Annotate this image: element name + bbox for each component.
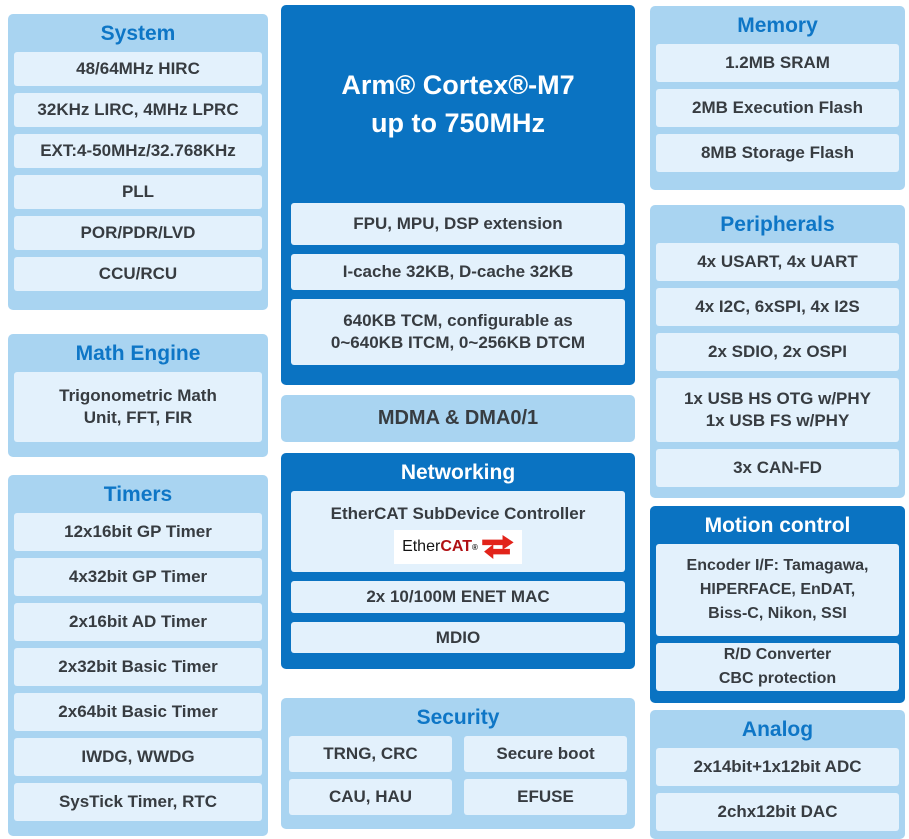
mdma-strip: MDMA & DMA0/1 — [281, 395, 635, 442]
memory-items: 1.2MB SRAM 2MB Execution Flash 8MB Stora… — [650, 44, 905, 180]
peripherals-item: 1x USB HS OTG w/PHY 1x USB FS w/PHY — [656, 378, 899, 442]
timers-item: 2x32bit Basic Timer — [14, 648, 262, 686]
security-items: TRNG, CRC Secure boot CAU, HAU EFUSE — [281, 736, 635, 823]
timers-item: 4x32bit GP Timer — [14, 558, 262, 596]
system-item: CCU/RCU — [14, 257, 262, 291]
networking-item: 2x 10/100M ENET MAC — [291, 581, 625, 613]
motion-control-item: Encoder I/F: Tamagawa, HIPERFACE, EnDAT,… — [656, 544, 899, 636]
peripherals-item: 4x I2C, 6xSPI, 4x I2S — [656, 288, 899, 326]
motion-control-title: Motion control — [704, 514, 851, 537]
security-item: EFUSE — [464, 779, 627, 815]
cortex-item: 640KB TCM, configurable as 0~640KB ITCM,… — [291, 299, 625, 365]
cortex-title: Arm® Cortex®-M7 up to 750MHz — [341, 70, 575, 138]
math-engine-item: Trigonometric Math Unit, FFT, FIR — [14, 372, 262, 442]
motion-control-items: Encoder I/F: Tamagawa, HIPERFACE, EnDAT,… — [650, 544, 905, 699]
timers-title: Timers — [103, 483, 173, 506]
timers-item: 12x16bit GP Timer — [14, 513, 262, 551]
analog-item: 2x14bit+1x12bit ADC — [656, 748, 899, 786]
cortex-items: FPU, MPU, DSP extension I-cache 32KB, D-… — [281, 203, 635, 377]
cortex-item: I-cache 32KB, D-cache 32KB — [291, 254, 625, 290]
ethercat-controller-label: EtherCAT SubDevice Controller — [330, 504, 586, 523]
security-item: CAU, HAU — [289, 779, 452, 815]
cortex-block: Arm® Cortex®-M7 up to 750MHz FPU, MPU, D… — [281, 5, 635, 385]
system-item: POR/PDR/LVD — [14, 216, 262, 250]
peripherals-block: Peripherals 4x USART, 4x UART 4x I2C, 6x… — [650, 205, 905, 498]
peripherals-item: 2x SDIO, 2x OSPI — [656, 333, 899, 371]
motion-control-item: R/D Converter CBC protection — [656, 643, 899, 691]
analog-items: 2x14bit+1x12bit ADC 2chx12bit DAC — [650, 748, 905, 839]
cortex-item: FPU, MPU, DSP extension — [291, 203, 625, 245]
system-items: 48/64MHz HIRC 32KHz LIRC, 4MHz LPRC EXT:… — [8, 52, 268, 299]
peripherals-title: Peripherals — [720, 213, 835, 236]
timers-item: 2x16bit AD Timer — [14, 603, 262, 641]
system-item: 32KHz LIRC, 4MHz LPRC — [14, 93, 262, 127]
system-block: System 48/64MHz HIRC 32KHz LIRC, 4MHz LP… — [8, 14, 268, 310]
timers-item: IWDG, WWDG — [14, 738, 262, 776]
system-item: 48/64MHz HIRC — [14, 52, 262, 86]
timers-items: 12x16bit GP Timer 4x32bit GP Timer 2x16b… — [8, 513, 268, 829]
analog-block: Analog 2x14bit+1x12bit ADC 2chx12bit DAC — [650, 710, 905, 839]
security-item: TRNG, CRC — [289, 736, 452, 772]
security-title: Security — [416, 706, 500, 729]
ethercat-arrows-icon — [482, 535, 514, 559]
system-item: EXT:4-50MHz/32.768KHz — [14, 134, 262, 168]
analog-title: Analog — [741, 718, 814, 741]
peripherals-item: 3x CAN-FD — [656, 449, 899, 487]
memory-item: 1.2MB SRAM — [656, 44, 899, 82]
networking-item: MDIO — [291, 622, 625, 653]
motion-control-block: Motion control Encoder I/F: Tamagawa, HI… — [650, 506, 905, 703]
security-item: Secure boot — [464, 736, 627, 772]
registered-mark: ® — [472, 543, 478, 552]
system-item: PLL — [14, 175, 262, 209]
system-title: System — [100, 22, 176, 45]
ethercat-logo-text: Ether — [402, 538, 441, 555]
mdma-label: MDMA & DMA0/1 — [377, 407, 539, 429]
memory-item: 2MB Execution Flash — [656, 89, 899, 127]
math-engine-items: Trigonometric Math Unit, FFT, FIR — [8, 372, 268, 450]
security-block: Security TRNG, CRC Secure boot CAU, HAU … — [281, 698, 635, 829]
memory-item: 8MB Storage Flash — [656, 134, 899, 172]
memory-block: Memory 1.2MB SRAM 2MB Execution Flash 8M… — [650, 6, 905, 190]
ethercat-logo-text: CAT — [440, 538, 473, 555]
timers-item: 2x64bit Basic Timer — [14, 693, 262, 731]
timers-item: SysTick Timer, RTC — [14, 783, 262, 821]
networking-block: Networking EtherCAT SubDevice Controller… — [281, 453, 635, 669]
peripherals-item: 4x USART, 4x UART — [656, 243, 899, 281]
analog-item: 2chx12bit DAC — [656, 793, 899, 831]
peripherals-items: 4x USART, 4x UART 4x I2C, 6xSPI, 4x I2S … — [650, 243, 905, 495]
networking-title: Networking — [400, 461, 516, 484]
memory-title: Memory — [737, 14, 818, 37]
math-engine-title: Math Engine — [75, 342, 201, 365]
math-engine-block: Math Engine Trigonometric Math Unit, FFT… — [8, 334, 268, 457]
timers-block: Timers 12x16bit GP Timer 4x32bit GP Time… — [8, 475, 268, 836]
